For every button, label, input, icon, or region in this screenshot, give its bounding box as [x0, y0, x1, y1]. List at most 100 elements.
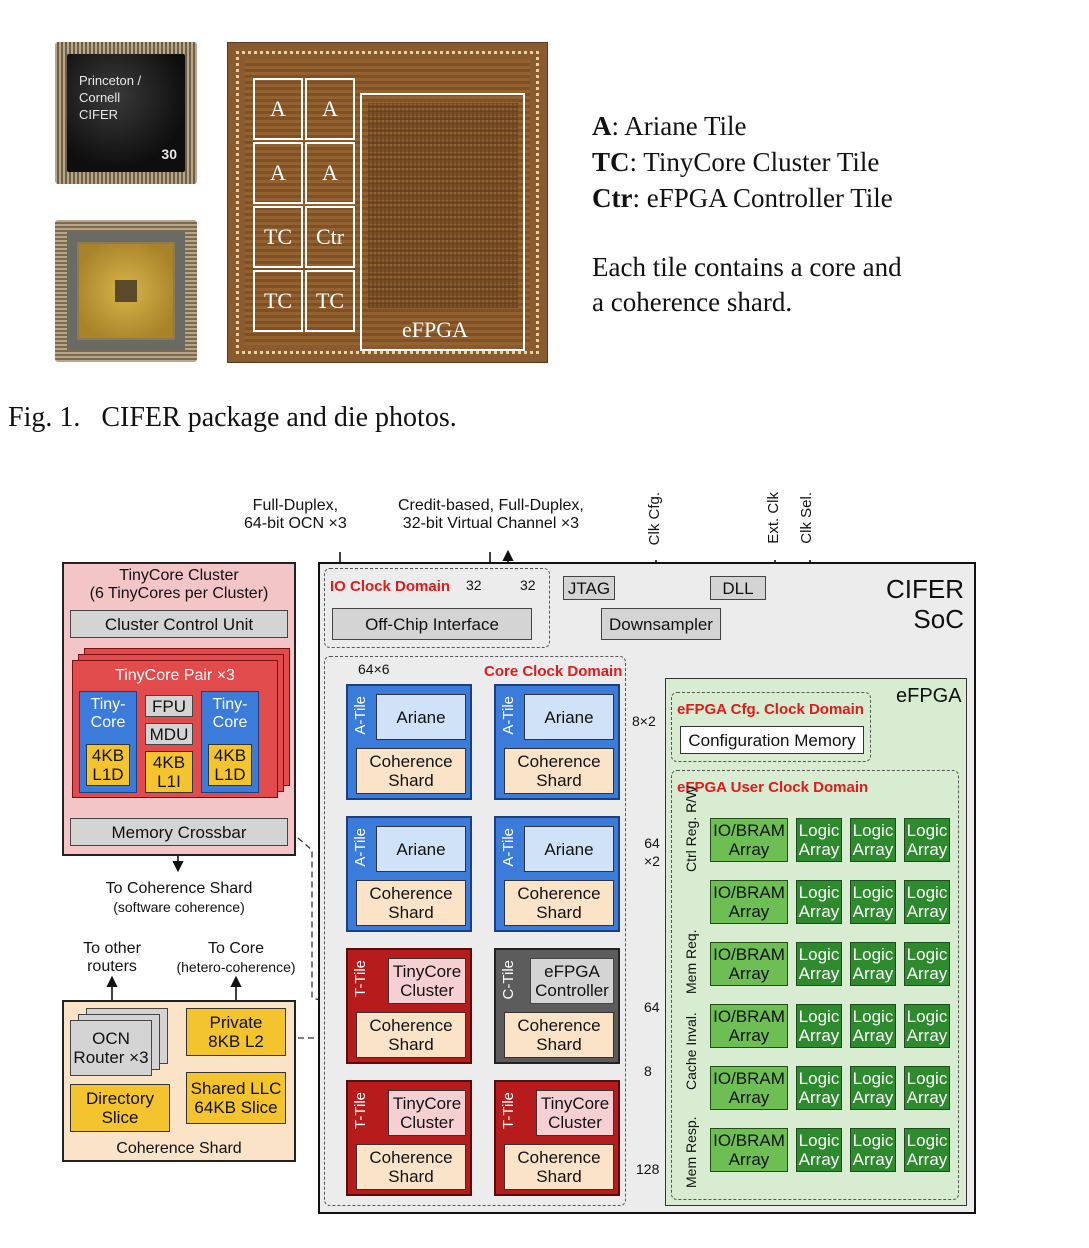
- coherence-shard-title: Coherence Shard: [116, 1140, 242, 1157]
- bus-width-label: 32: [520, 577, 536, 593]
- tinycore-cluster-panel: TinyCore Cluster (6 TinyCores per Cluste…: [62, 562, 296, 856]
- fig1-legend: A: Ariane Tile TC: TinyCore Cluster Tile…: [592, 108, 902, 320]
- bus-width-label: 64: [644, 999, 660, 1015]
- legend-item: TC: TinyCore Cluster Tile: [592, 147, 880, 177]
- ariane-core: Ariane: [524, 826, 614, 872]
- clk-sel-label: Clk Sel.: [798, 492, 815, 544]
- mdu: MDU: [145, 723, 193, 745]
- bus-width-label: 64 ×2: [644, 835, 660, 869]
- io-clock-domain-label: IO Clock Domain: [330, 578, 451, 595]
- to-routers-label: To other routers: [83, 940, 141, 975]
- package-chip-label: Princeton / Cornell CIFER: [79, 73, 142, 122]
- die-tile: A: [253, 142, 303, 204]
- offchip-interface: Off-Chip Interface: [332, 608, 532, 640]
- package-top-photo: Princeton / Cornell CIFER 30: [55, 42, 197, 184]
- legend-item: A: Ariane Tile: [592, 111, 747, 141]
- bus-width-label: 8×2: [632, 713, 656, 729]
- tinycore-pair-title: TinyCore Pair ×3: [115, 667, 235, 684]
- efpga-cfg-clock-domain: [671, 692, 871, 762]
- ctrl-reg-label: Ctrl Reg. R/W: [683, 785, 699, 872]
- io-clock-domain: [324, 568, 550, 648]
- bus-width-label: 8: [644, 1063, 652, 1079]
- bus-width-label: 128: [636, 1161, 660, 1177]
- downsampler: Downsampler: [601, 608, 721, 640]
- ocn-label: Full-Duplex, 64-bit OCN ×3: [244, 497, 347, 532]
- configuration-memory: Configuration Memory: [680, 726, 864, 754]
- to-core-label: To Core (hetero-coherence): [176, 940, 296, 975]
- die-tile: TC: [253, 206, 303, 268]
- die-efpga-region: eFPGA: [360, 93, 525, 351]
- efpga-cfg-domain-label: eFPGA Cfg. Clock Domain: [677, 701, 864, 718]
- efpga-user-clock-domain: [671, 770, 959, 1200]
- legend-item: Ctr: eFPGA Controller Tile: [592, 183, 893, 213]
- efpga-user-domain-label: eFPGA User Clock Domain: [677, 779, 869, 796]
- package-bottom-photo: [55, 220, 197, 362]
- jtag: JTAG: [563, 576, 615, 600]
- mem-req-label: Mem Req.: [683, 929, 699, 994]
- bus-width-label: 32: [466, 577, 482, 593]
- soc-title: CIFER SoC: [886, 574, 964, 634]
- to-coherence-label: To Coherence Shard (software coherence): [105, 880, 253, 915]
- ext-clk-label: Ext. Clk: [765, 492, 782, 544]
- cache-inval-label: Cache Inval.: [683, 1012, 699, 1090]
- core-clock-domain: [324, 656, 626, 1206]
- credit-channel-label: Credit-based, Full-Duplex, 32-bit Virtua…: [398, 497, 584, 532]
- die-tile: A: [253, 78, 303, 140]
- ariane-core: Ariane: [524, 694, 614, 740]
- memory-crossbar: Memory Crossbar: [70, 818, 288, 846]
- die-photo: A A A A TC Ctr TC TC eFPGA: [227, 42, 548, 363]
- cluster-control-unit: Cluster Control Unit: [70, 610, 288, 638]
- die-efpga-label: eFPGA: [402, 317, 469, 342]
- die-tile: TC: [305, 270, 355, 332]
- ariane-core: Ariane: [376, 826, 466, 872]
- ariane-core: Ariane: [376, 694, 466, 740]
- die-tile: A: [305, 142, 355, 204]
- die-tile: A: [305, 78, 355, 140]
